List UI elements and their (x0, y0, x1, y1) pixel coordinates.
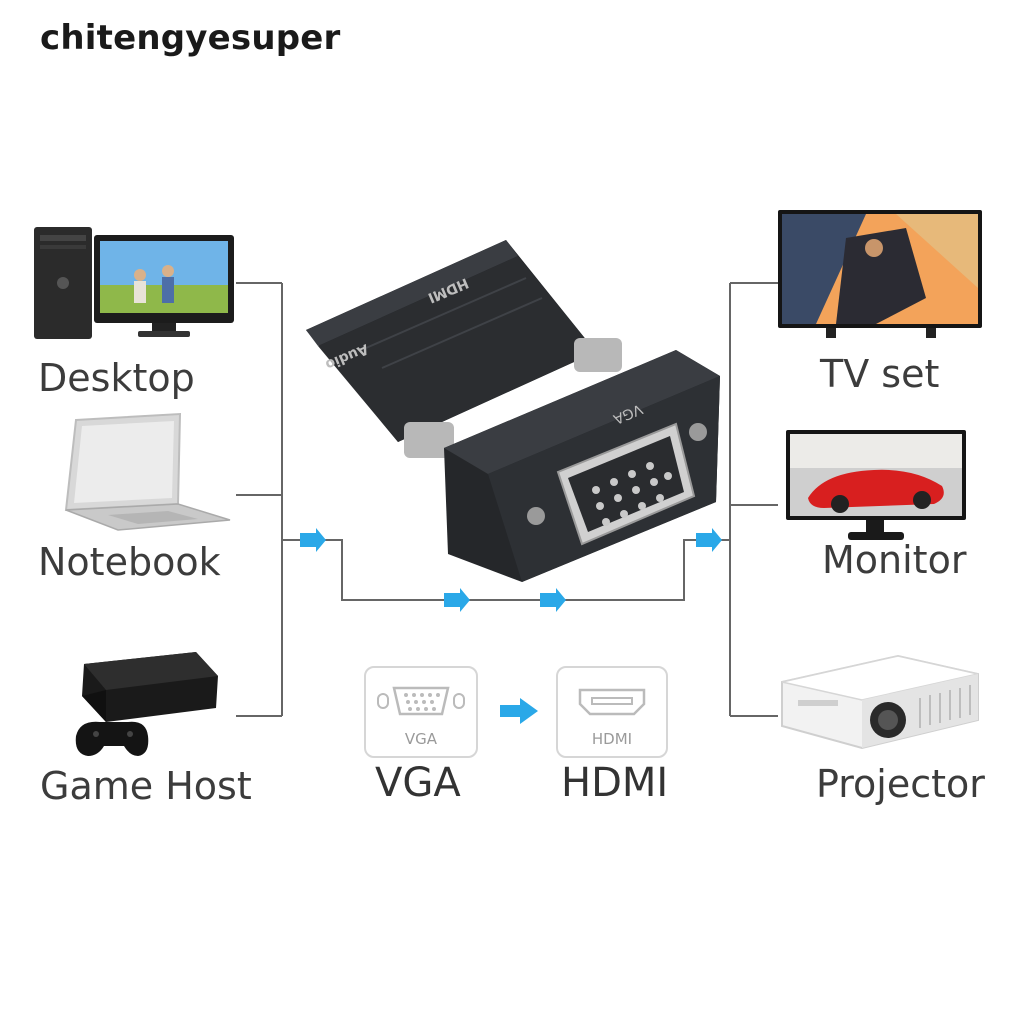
output-label-monitor: Monitor (822, 538, 967, 582)
flow-arrow-2 (444, 588, 470, 612)
tv-icon (778, 210, 982, 338)
flow-arrow-4 (696, 528, 722, 552)
hdmi-card-caption: HDMI (591, 730, 633, 748)
conversion-arrow-icon (500, 698, 538, 724)
conversion-from-label: VGA (375, 760, 461, 806)
game-console-icon (75, 652, 218, 756)
conversion-to-label: HDMI (561, 760, 669, 806)
hdmi-port-card: HDMI (556, 666, 668, 758)
projector-icon (781, 654, 979, 750)
source-label-game-host: Game Host (40, 764, 252, 808)
source-label-desktop: Desktop (38, 356, 195, 400)
monitor-icon (786, 430, 966, 540)
flow-arrow-1 (300, 528, 326, 552)
source-label-notebook: Notebook (38, 540, 221, 584)
desktop-computer-icon (34, 227, 234, 339)
vga-port-card: VGA (364, 666, 478, 758)
vga-port-icon (377, 686, 465, 716)
laptop-icon (64, 412, 231, 531)
output-label-projector: Projector (816, 762, 985, 806)
hdmi-to-vga-adapter-image: HDMI Audio VGA (306, 240, 720, 582)
output-label-tv: TV set (820, 352, 940, 396)
vga-card-caption: VGA (404, 730, 438, 748)
flow-arrow-3 (540, 588, 566, 612)
watermark: chitengyesuper (40, 18, 341, 58)
hdmi-port-icon (578, 688, 646, 716)
